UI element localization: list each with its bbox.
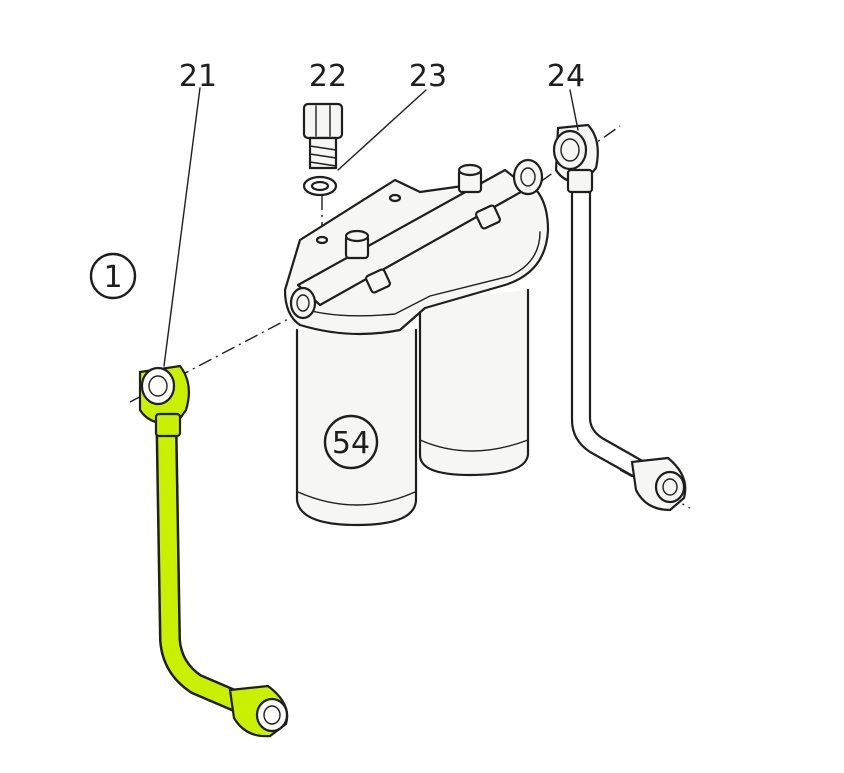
hex-plug-rear xyxy=(457,163,483,194)
view-number-circle: 1 xyxy=(89,252,137,300)
filter-housing-callout: 54 xyxy=(323,414,379,470)
leader-lines xyxy=(163,87,579,367)
callout-23: 23 xyxy=(409,59,447,94)
pipe-right xyxy=(552,123,687,512)
callout-24: 24 xyxy=(547,59,585,94)
callout-21: 21 xyxy=(179,59,217,94)
bleed-screw-rear xyxy=(475,204,501,230)
bleed-screw-front xyxy=(365,268,391,294)
view-number-label: 1 xyxy=(103,260,122,295)
callout-54: 54 xyxy=(332,426,370,461)
pipe-left-highlighted xyxy=(138,364,289,738)
filter-housing xyxy=(283,158,550,527)
callout-22: 22 xyxy=(309,59,347,94)
banjo-bolt xyxy=(302,102,344,170)
hex-plug-front xyxy=(344,229,370,260)
sealing-washer xyxy=(302,175,338,197)
